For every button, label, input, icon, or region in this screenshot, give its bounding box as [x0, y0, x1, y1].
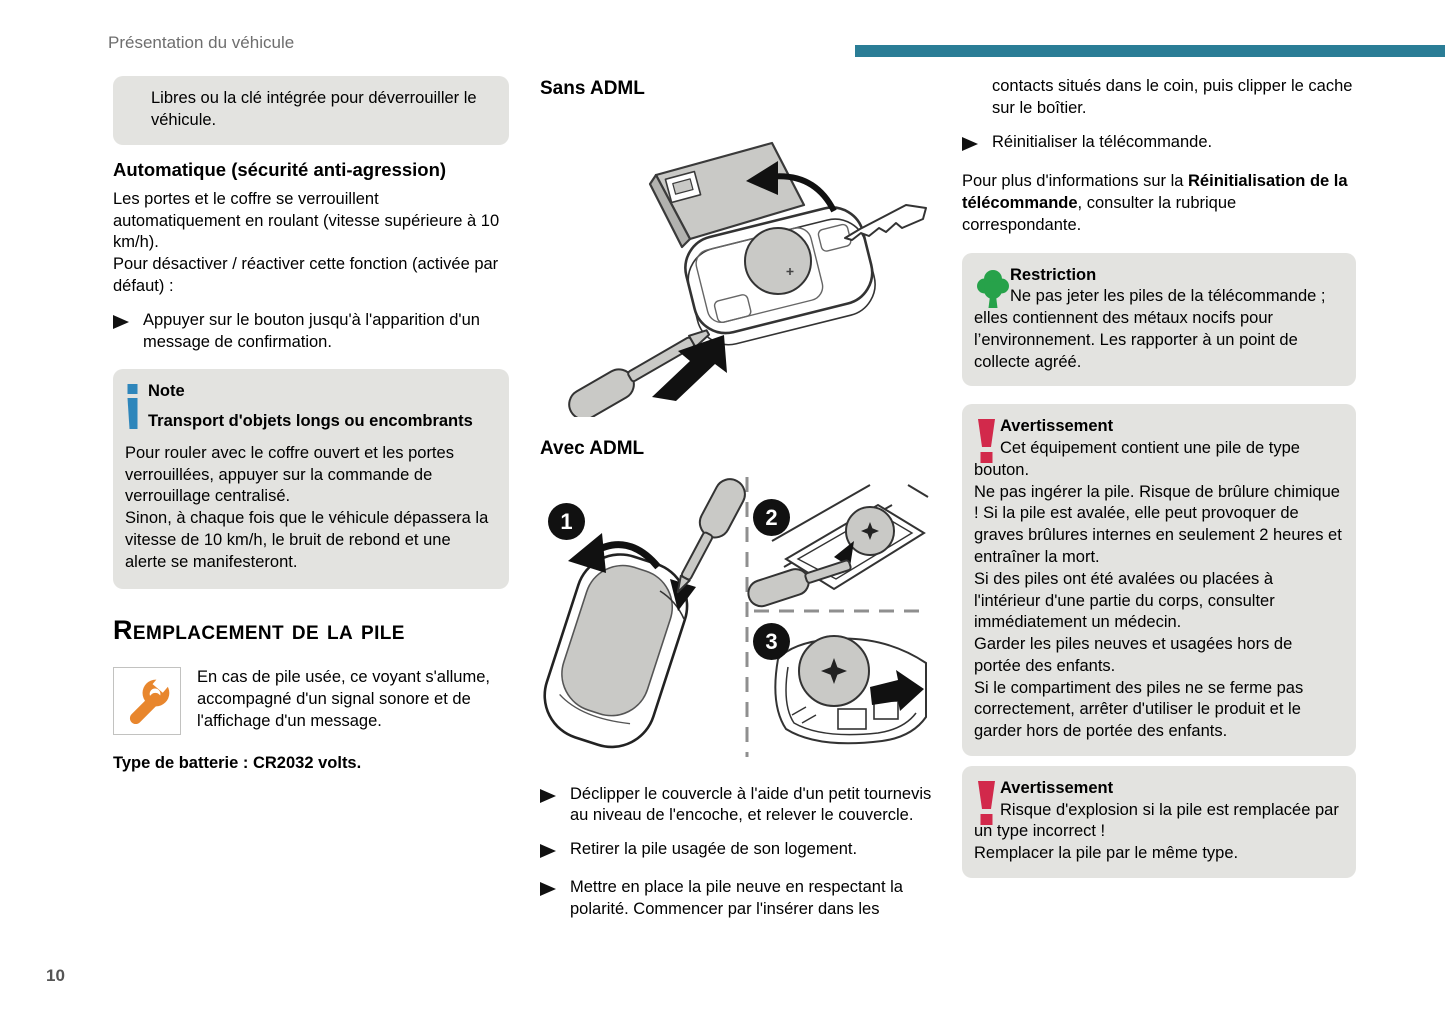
- flip-key-illustration: [568, 141, 927, 421]
- battery-indicator-text: En cas de pile usée, ce voyant s'allume,…: [197, 668, 490, 730]
- warning-box-title: Avertissement: [1000, 778, 1114, 797]
- note-box-body: Pour rouler avec le coffre ouvert et les…: [125, 443, 495, 574]
- exclamation-icon: [976, 780, 997, 833]
- warning-box-title: Avertissement: [1000, 417, 1114, 436]
- battery-warning-lamp-row: En cas de pile usée, ce voyant s'allume,…: [113, 667, 509, 736]
- list-item: Mettre en place la pile neuve en respect…: [540, 877, 932, 921]
- paragraph: Si le compartiment des piles ne se ferme…: [974, 678, 1304, 741]
- list-item-text: Retirer la pile usagée de son logement.: [570, 840, 858, 859]
- list-item: Retirer la pile usagée de son logement.: [540, 839, 932, 865]
- warning-box-body: Cet équipement contient une pile de type…: [974, 438, 1342, 743]
- right-column: contacts situés dans le coin, puis clipp…: [962, 76, 1356, 878]
- carryover-note-box: Libres ou la clé intégrée pour déverroui…: [113, 76, 509, 145]
- carryover-step-text: contacts situés dans le coin, puis clipp…: [992, 77, 1353, 117]
- list-item: Déclipper le couvercle à l'aide d'un pet…: [540, 784, 932, 828]
- page-header-title: Présentation du véhicule: [108, 33, 295, 52]
- key-battery-illustration-avec-adml: 1 2 3: [540, 471, 932, 768]
- warning-box-battery: Avertissement Cet équipement contient un…: [962, 404, 1356, 756]
- sans-adml-heading: Sans ADML: [540, 78, 645, 99]
- list-item-text: Déclipper le couvercle à l'aide d'un pet…: [570, 784, 932, 825]
- avec-adml-heading: Avec ADML: [540, 437, 645, 459]
- note-box: Note Transport d'objets longs ou encombr…: [113, 369, 509, 590]
- exclamation-icon: [976, 419, 997, 471]
- tree-icon: [976, 268, 1010, 320]
- triangle-bullet-icon: [540, 839, 570, 865]
- step-badge: 1: [548, 502, 585, 540]
- key-battery-illustration-sans-adml: [540, 109, 932, 424]
- paragraph: Pour rouler avec le coffre ouvert et les…: [125, 443, 454, 506]
- list-item-text: Réinitialiser la télécommande.: [992, 132, 1213, 151]
- page-number: 10: [46, 966, 65, 985]
- restriction-box-title: Restriction: [1010, 265, 1097, 284]
- note-box-subtitle: Transport d'objets longs ou encombrants: [148, 412, 473, 431]
- paragraph: Sinon, à chaque fois que le véhicule dép…: [125, 509, 489, 571]
- paragraph: Si des piles ont été avalées ou placées …: [974, 569, 1275, 632]
- carryover-note-text: Libres ou la clé intégrée pour déverroui…: [151, 89, 477, 129]
- info-text-suffix: , consulter la rubrique correspondante.: [962, 194, 1237, 234]
- battery-replacement-heading: Remplacement de la pile: [113, 615, 405, 646]
- automatic-section-heading: Automatique (sécurité anti-agression): [113, 158, 447, 180]
- header-accent-bar: [855, 45, 1445, 57]
- paragraph: Risque d'explosion si la pile est rempla…: [974, 800, 1339, 841]
- list-item-text: Mettre en place la pile neuve en respect…: [570, 877, 903, 918]
- restriction-box: Restriction Ne pas jeter les piles de la…: [962, 252, 1356, 387]
- wrench-icon: [113, 667, 181, 736]
- battery-type-text: Type de batterie : CR2032 volts.: [113, 754, 362, 773]
- battery-steps-list: Déclipper le couvercle à l'aide d'un pet…: [540, 784, 932, 921]
- triangle-bullet-icon: [962, 132, 992, 158]
- list-item: Réinitialiser la télécommande.: [962, 132, 1356, 158]
- triangle-bullet-icon: [540, 784, 570, 828]
- paragraph: Pour désactiver / réactiver cette foncti…: [113, 255, 499, 295]
- automatic-section-paragraphs: Les portes et le coffre se verrouillent …: [113, 189, 509, 298]
- paragraph: Ne pas ingérer la pile. Risque de brûlur…: [974, 482, 1342, 567]
- paragraph: Remplacer la pile par le même type.: [974, 844, 1239, 863]
- info-text-prefix: Pour plus d'informations sur la: [962, 172, 1189, 191]
- triangle-bullet-icon: [113, 310, 143, 354]
- paragraph: Garder les piles neuves et usagées hors …: [974, 635, 1293, 675]
- triangle-bullet-icon: [540, 877, 570, 921]
- list-item: Appuyer sur le bouton jusqu'à l'appariti…: [113, 310, 509, 354]
- restriction-box-body: Ne pas jeter les piles de la télécommand…: [974, 287, 1326, 371]
- info-text-bold: Réinitialisation de la télécommande: [962, 172, 1348, 213]
- smart-key-steps-illustration: [543, 476, 929, 757]
- note-box-title: Note: [148, 382, 185, 401]
- list-item-text: Appuyer sur le bouton jusqu'à l'appariti…: [143, 310, 480, 351]
- middle-column: Sans ADML: [540, 76, 932, 921]
- info-icon: [127, 384, 138, 436]
- warning-box-explosion: Avertissement Risque d'explosion si la p…: [962, 765, 1356, 878]
- step-badge: 3: [753, 622, 790, 660]
- step-badge: 2: [753, 498, 790, 536]
- paragraph: Cet équipement contient une pile de type…: [974, 439, 1300, 479]
- warning-box-body: Risque d'explosion si la pile est rempla…: [974, 800, 1342, 865]
- reinit-info-paragraph: Pour plus d'informations sur la Réinitia…: [962, 171, 1356, 236]
- left-column: Libres ou la clé intégrée pour déverroui…: [113, 76, 509, 775]
- paragraph: Les portes et le coffre se verrouillent …: [113, 189, 500, 252]
